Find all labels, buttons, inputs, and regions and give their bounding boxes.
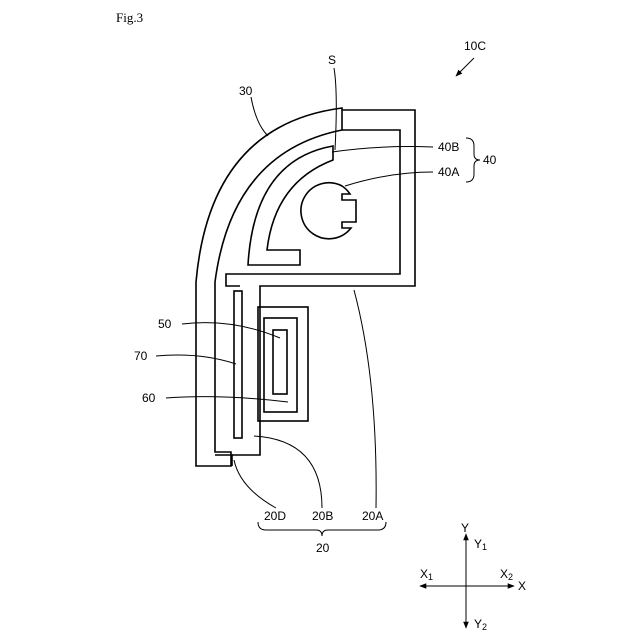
label-20D: 20D (264, 509, 286, 523)
strip-70 (234, 291, 242, 438)
label-20A: 20A (362, 509, 383, 523)
label-20: 20 (316, 541, 330, 555)
axis-label-y1: Y1 (474, 537, 487, 552)
label-70: 70 (134, 349, 148, 363)
assembly-leader-arrow (456, 58, 474, 76)
brace-40 (466, 138, 480, 182)
frame-60-inner (264, 318, 297, 412)
axis-label-y: Y (461, 521, 469, 535)
label-s: S (328, 53, 336, 67)
axis-sub-y1: 1 (482, 542, 487, 552)
leader-40B (332, 147, 433, 152)
axis-label-y2: Y2 (474, 617, 487, 632)
axis-sub-x1: 1 (428, 572, 433, 582)
axis-sub-x2: 2 (508, 572, 513, 582)
label-20B: 20B (312, 509, 333, 523)
frame-60-outer (258, 307, 308, 421)
axis-label-x2: X2 (500, 567, 513, 582)
label-30: 30 (239, 84, 253, 98)
axis-sub-y2: 2 (482, 622, 487, 632)
axis-label-x1: X1 (420, 567, 433, 582)
leader-30 (251, 97, 268, 136)
leader-20A (354, 290, 376, 508)
leader-40A (345, 172, 433, 186)
figure-title: Fig.3 (116, 10, 143, 25)
label-40B: 40B (438, 140, 459, 154)
leader-20B (254, 436, 322, 508)
leader-60 (166, 397, 288, 402)
label-60: 60 (142, 391, 156, 405)
label-50: 50 (158, 317, 172, 331)
axis-label-x: X (518, 579, 526, 593)
rotor-40A (301, 183, 356, 239)
label-40: 40 (483, 153, 497, 167)
assembly-label: 10C (464, 39, 486, 53)
label-40A: 40A (438, 165, 459, 179)
brace-20 (258, 522, 386, 536)
block-50 (273, 330, 287, 394)
leader-20D (234, 460, 276, 508)
